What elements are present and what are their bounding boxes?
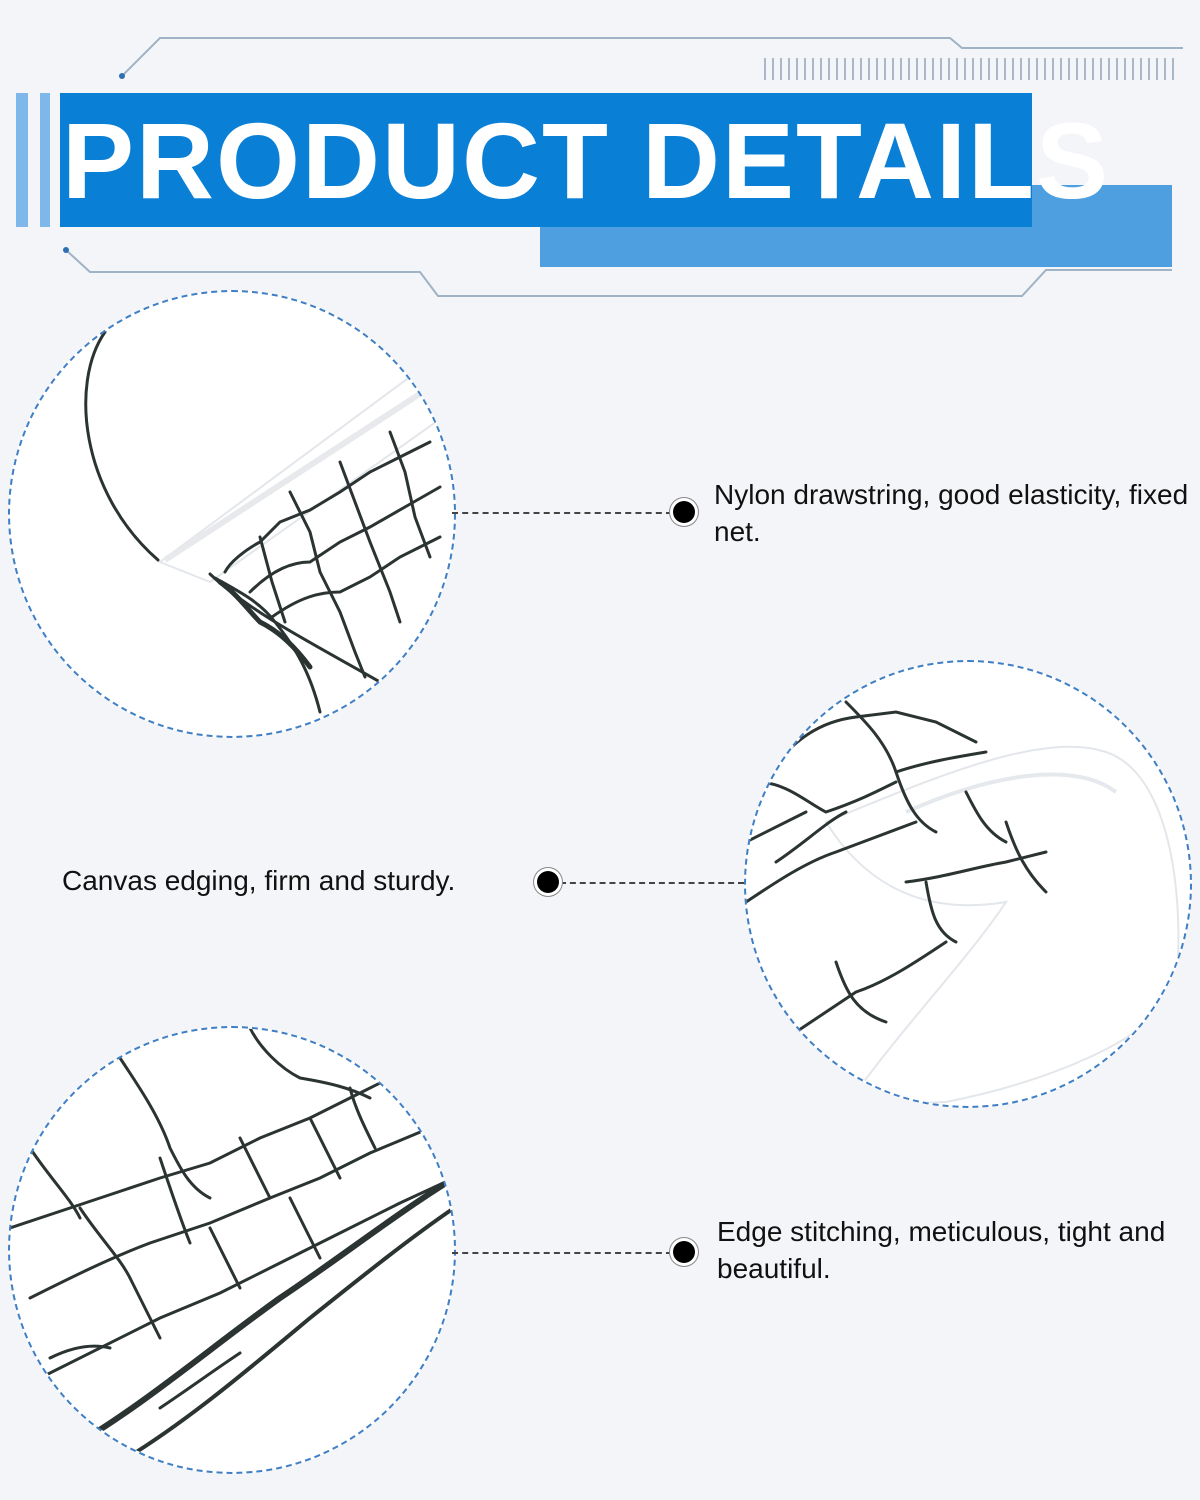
tick-marks-decoration [764,58,1174,80]
bullet-dot-icon [673,1241,695,1263]
detail-connector-2 [560,882,744,884]
title-accent-bar-2 [40,93,50,227]
bullet-dot-icon [537,871,559,893]
detail-connector-1 [452,512,672,514]
detail-label-3: Edge stitching, meticulous, tight and be… [717,1216,1166,1284]
bullet-dot-icon [673,501,695,523]
detail-image-canvas-edging [744,660,1192,1108]
detail-connector-3 [452,1252,672,1254]
title-accent-bar-1 [16,93,28,227]
page-title: PRODUCT DETAILS [62,100,1110,221]
detail-label-1: Nylon drawstring, good elasticity, fixed… [714,479,1189,547]
detail-label-2: Canvas edging, firm and sturdy. [62,865,456,896]
net-edge-stitching-closeup [10,1028,454,1470]
detail-image-drawstring [8,290,456,738]
net-canvas-edging-closeup [746,700,1180,1106]
net-drawstring-closeup [84,330,452,714]
header-decoration [63,37,1183,297]
title-band [60,93,1032,227]
detail-image-edge-stitching [8,1026,456,1474]
